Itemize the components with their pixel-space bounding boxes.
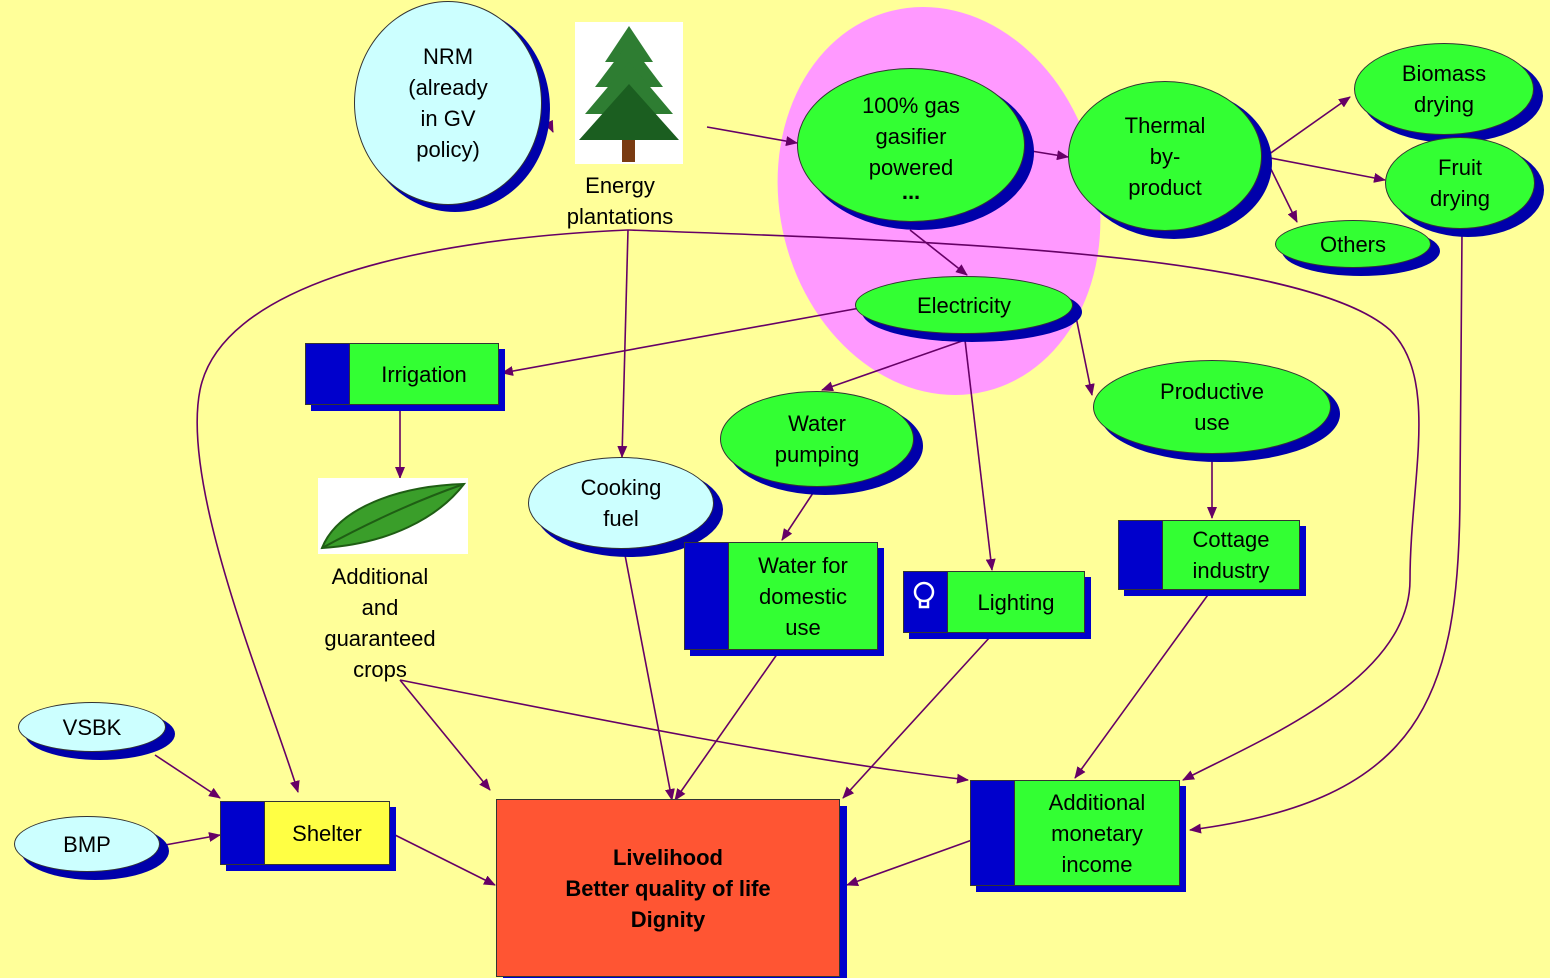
bmp-node: BMP: [14, 816, 160, 872]
edge-waterpump-domestic: [781, 489, 816, 541]
thermal-label: Thermal by- product: [1124, 112, 1206, 200]
cottage-industry-node: Cottage industry: [1118, 520, 1306, 596]
fruit-drying-label: Fruit drying: [1430, 155, 1490, 211]
water-pumping-label: Water pumping: [774, 411, 860, 467]
irrigation-node: Irrigation: [305, 343, 505, 411]
cooking-fuel-node: Cooking fuel: [528, 457, 714, 549]
gasifier-node: 100% gas gasifier powered ...: [797, 68, 1025, 222]
tree-icon: [575, 22, 683, 164]
electricity-label: Electricity: [916, 292, 1012, 318]
edge-income-livelihood: [846, 839, 973, 886]
edge-cooking-livelihood: [624, 554, 675, 801]
edge-electricity-lighting: [964, 339, 996, 571]
lighting-label: Lighting: [977, 589, 1055, 615]
additional-income-node: Additional monetary income: [970, 780, 1186, 892]
edge-fruit-income: [1189, 231, 1463, 834]
productive-use-label: Productive use: [1160, 379, 1264, 435]
edge-plantation-shelter: [196, 229, 629, 793]
edge-electricity-waterpump: [821, 339, 966, 392]
nrm-label: NRM (already in GV policy): [408, 44, 488, 162]
gasifier-ellipsis: ...: [901, 178, 921, 204]
additional-income-label: Additional monetary income: [1048, 789, 1146, 877]
edge-bmp-shelter: [164, 832, 221, 846]
others-node: Others: [1275, 220, 1431, 268]
shelter-label: Shelter: [292, 820, 362, 846]
electricity-node: Electricity: [855, 276, 1073, 334]
edge-lighting-livelihood: [842, 636, 991, 799]
edge-electricity-productive: [1074, 311, 1095, 396]
vsbk-label: VSBK: [62, 714, 122, 740]
nrm-node: NRM (already in GV policy): [354, 1, 542, 205]
water-pumping-node: Water pumping: [720, 391, 914, 487]
edge-crops-income: [399, 679, 969, 784]
energy-plantations-label: Energy plantations: [566, 173, 674, 229]
leaf-icon: [318, 478, 468, 554]
gasifier-label: 100% gas gasifier powered: [862, 92, 960, 180]
edge-domestic-livelihood: [674, 649, 781, 801]
cottage-industry-label: Cottage industry: [1192, 527, 1270, 583]
livelihood-goal-box: Livelihood Better quality of life Dignit…: [496, 799, 840, 977]
irrigation-label: Irrigation: [381, 361, 467, 387]
additional-crops-label: Additional and guaranteed crops: [324, 564, 436, 682]
edge-shelter-livelihood: [394, 834, 496, 886]
water-domestic-node: Water for domestic use: [684, 542, 884, 656]
edge-electricity-irrigation: [501, 307, 861, 376]
lighting-node: Lighting: [903, 571, 1091, 639]
vsbk-node: VSBK: [18, 702, 166, 752]
fruit-drying-node: Fruit drying: [1385, 137, 1535, 229]
shelter-node: Shelter: [220, 801, 396, 871]
edge-plantation-income: [627, 229, 1420, 781]
edge-thermal-biomass: [1264, 96, 1351, 158]
bmp-label: BMP: [63, 831, 111, 857]
biomass-drying-node: Biomass drying: [1354, 43, 1534, 135]
edge-plantation-gasifier: [706, 126, 798, 146]
edge-gasifier-electricity: [909, 229, 968, 276]
livelihood-label: Livelihood Better quality of life Dignit…: [565, 844, 771, 932]
edge-cottage-income: [1074, 591, 1211, 779]
water-domestic-label: Water for domestic use: [758, 552, 848, 640]
productive-use-node: Productive use: [1093, 360, 1331, 454]
cooking-fuel-label: Cooking fuel: [580, 475, 662, 531]
edge-thermal-fruit: [1264, 156, 1386, 183]
edge-plantation-cooking: [617, 229, 629, 458]
edge-crops-livelihood: [399, 679, 491, 791]
biomass-drying-label: Biomass drying: [1401, 61, 1487, 117]
edge-vsbk-shelter: [154, 754, 221, 799]
others-label: Others: [1319, 231, 1387, 257]
thermal-node: Thermal by- product: [1068, 81, 1262, 231]
lightbulb-icon: [913, 581, 935, 609]
